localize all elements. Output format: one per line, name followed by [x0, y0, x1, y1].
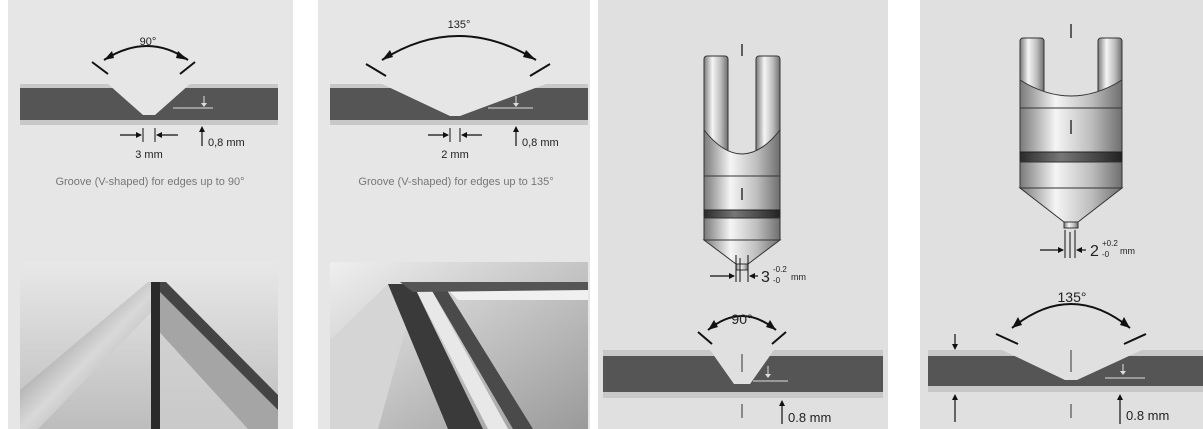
groove-width-dimension: 3 mm [120, 128, 178, 161]
tool-tol-lower: -0 [1102, 250, 1110, 259]
tool-width-value: 3 [761, 269, 770, 286]
groove-width-label: 3 mm [135, 149, 163, 161]
groove-135-diagram: 135° 2 mm 0,8 mm Groove (V-shaped) for e… [330, 19, 588, 429]
groove-90-diagram: 90° 3 mm 0,8 mm Groove (V-shaped) for ed… [20, 36, 278, 429]
depth-dimension: 0,8 mm [199, 126, 245, 149]
sheet-cross-section [928, 350, 1203, 418]
depth-label: 0.8 mm [788, 410, 831, 425]
folded-corner-photo [20, 262, 278, 429]
tool-width-dimension: 2 +0.2 -0 mm [1040, 230, 1135, 260]
angle-label: 90° [731, 311, 752, 327]
tool-unit: mm [791, 272, 806, 282]
groove-width-dimension: 2 mm [428, 128, 482, 161]
panel-groove-90: 90° 3 mm 0,8 mm Groove (V-shaped) for ed… [8, 0, 293, 429]
sheet-thickness-markers [952, 334, 958, 422]
tool-3mm-diagram: 3 -0.2 -0 mm 90° 0.8 mm [603, 44, 883, 425]
caption: Groove (V-shaped) for edges up to 90° [55, 176, 244, 188]
tool-width-dimension: 3 -0.2 -0 mm [710, 255, 806, 286]
panel-tool-3mm: 3 -0.2 -0 mm 90° 0.8 mm [598, 0, 888, 429]
depth-dimension: 0.8 mm [779, 400, 831, 425]
depth-dimension: 0.8 mm [1117, 394, 1169, 424]
caption: Groove (V-shaped) for edges up to 135° [358, 176, 553, 188]
angle-indicator: 90° [91, 36, 196, 75]
angle-indicator: 90° [697, 311, 787, 345]
sheet-cross-section [603, 350, 883, 418]
depth-label: 0.8 mm [1126, 408, 1169, 423]
depth-label: 0,8 mm [208, 137, 245, 149]
cutting-tool [702, 44, 782, 271]
panel-groove-135: 135° 2 mm 0,8 mm Groove (V-shaped) for e… [318, 0, 590, 429]
cutting-tool [1018, 24, 1124, 229]
tool-2mm-diagram: 2 +0.2 -0 mm 135° [928, 24, 1203, 424]
sheet-cross-section [330, 84, 588, 125]
tool-tol-upper: -0.2 [773, 265, 787, 274]
angle-label: 135° [448, 19, 471, 31]
angle-label: 135° [1058, 289, 1087, 305]
angle-label: 90° [140, 36, 157, 48]
depth-label: 0,8 mm [522, 137, 559, 149]
tool-tol-upper: +0.2 [1102, 239, 1118, 248]
angle-indicator: 135° [365, 19, 551, 77]
tool-unit: mm [1120, 246, 1135, 256]
folded-edge-photo [330, 262, 588, 429]
sheet-cross-section [20, 84, 278, 125]
angle-indicator: 135° [995, 289, 1147, 345]
depth-dimension: 0,8 mm [513, 126, 559, 149]
tool-width-value: 2 [1090, 243, 1099, 260]
groove-width-label: 2 mm [441, 149, 469, 161]
panel-tool-2mm: 2 +0.2 -0 mm 135° [920, 0, 1203, 429]
tool-tol-lower: -0 [773, 276, 781, 285]
